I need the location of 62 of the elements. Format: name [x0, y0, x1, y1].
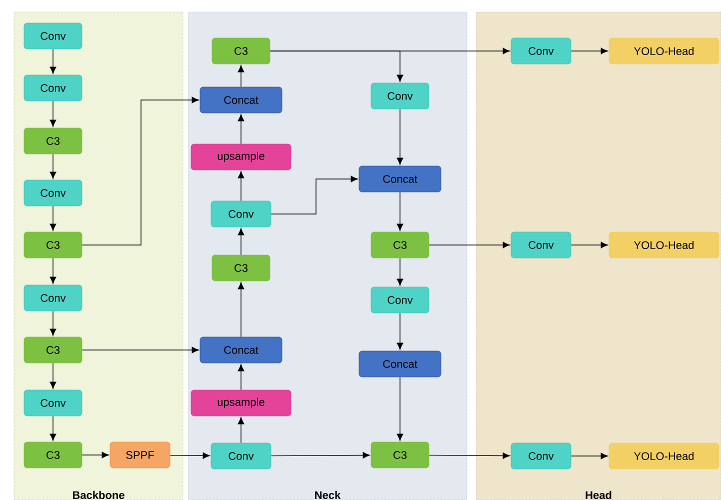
arrow	[570, 48, 608, 54]
arrow	[428, 452, 510, 459]
c3-block: C3	[212, 38, 270, 64]
arrow	[50, 416, 56, 441]
c3-block: C3	[24, 442, 82, 468]
arrow	[50, 310, 56, 336]
arrow	[170, 452, 210, 459]
sppf-block: SPPF	[110, 442, 170, 468]
arrow	[50, 258, 56, 284]
arrow	[396, 258, 404, 286]
arrow	[270, 50, 404, 82]
c3-block: C3	[370, 232, 430, 258]
concat-block: Concat	[358, 166, 442, 192]
arrow	[50, 362, 56, 389]
arrow	[570, 452, 608, 460]
concat-block: Concat	[358, 350, 442, 378]
conv-block: Conv	[24, 74, 82, 102]
arrow	[238, 228, 244, 256]
conv-block: Conv	[24, 180, 82, 206]
conv-block: Conv	[510, 38, 572, 64]
arrow	[82, 346, 199, 354]
upsample-block: upsample	[190, 390, 292, 416]
arrow	[428, 242, 510, 248]
arrow	[238, 282, 244, 338]
conv-block: Conv	[370, 82, 430, 110]
arrow	[238, 171, 244, 202]
arrow	[396, 108, 404, 165]
conv-block: Conv	[510, 232, 572, 258]
head-block: YOLO-Head	[608, 38, 720, 64]
upsample-block: upsample	[190, 144, 292, 170]
arrow	[238, 364, 244, 390]
conv-block: Conv	[24, 284, 82, 312]
arrow	[270, 176, 358, 214]
arrow	[570, 242, 608, 248]
c3-block: C3	[212, 254, 270, 282]
c3-block: C3	[24, 336, 82, 364]
arrow	[82, 452, 109, 458]
arrow	[396, 192, 404, 231]
arrow	[238, 114, 244, 144]
concat-block: Concat	[200, 336, 282, 364]
c3-block: C3	[370, 442, 430, 468]
conv-block: Conv	[510, 442, 572, 470]
conv-block: Conv	[370, 286, 430, 314]
arrow	[50, 48, 56, 74]
arrow	[50, 154, 56, 179]
arrow	[396, 312, 404, 350]
arrow	[238, 65, 244, 88]
concat-block: Concat	[200, 86, 282, 114]
head-block: YOLO-Head	[608, 232, 720, 258]
arrow	[396, 376, 404, 441]
arrow	[238, 417, 244, 444]
conv-block: Conv	[24, 22, 82, 50]
conv-block: Conv	[210, 200, 272, 228]
arrow	[50, 100, 56, 127]
arrow	[50, 206, 56, 231]
conv-block: Conv	[210, 442, 272, 470]
c3-block: C3	[24, 128, 82, 154]
head-block: YOLO-Head	[608, 442, 720, 470]
arrow	[82, 96, 199, 246]
c3-block: C3	[24, 232, 82, 258]
arrow	[270, 452, 370, 458]
conv-block: Conv	[24, 390, 82, 416]
